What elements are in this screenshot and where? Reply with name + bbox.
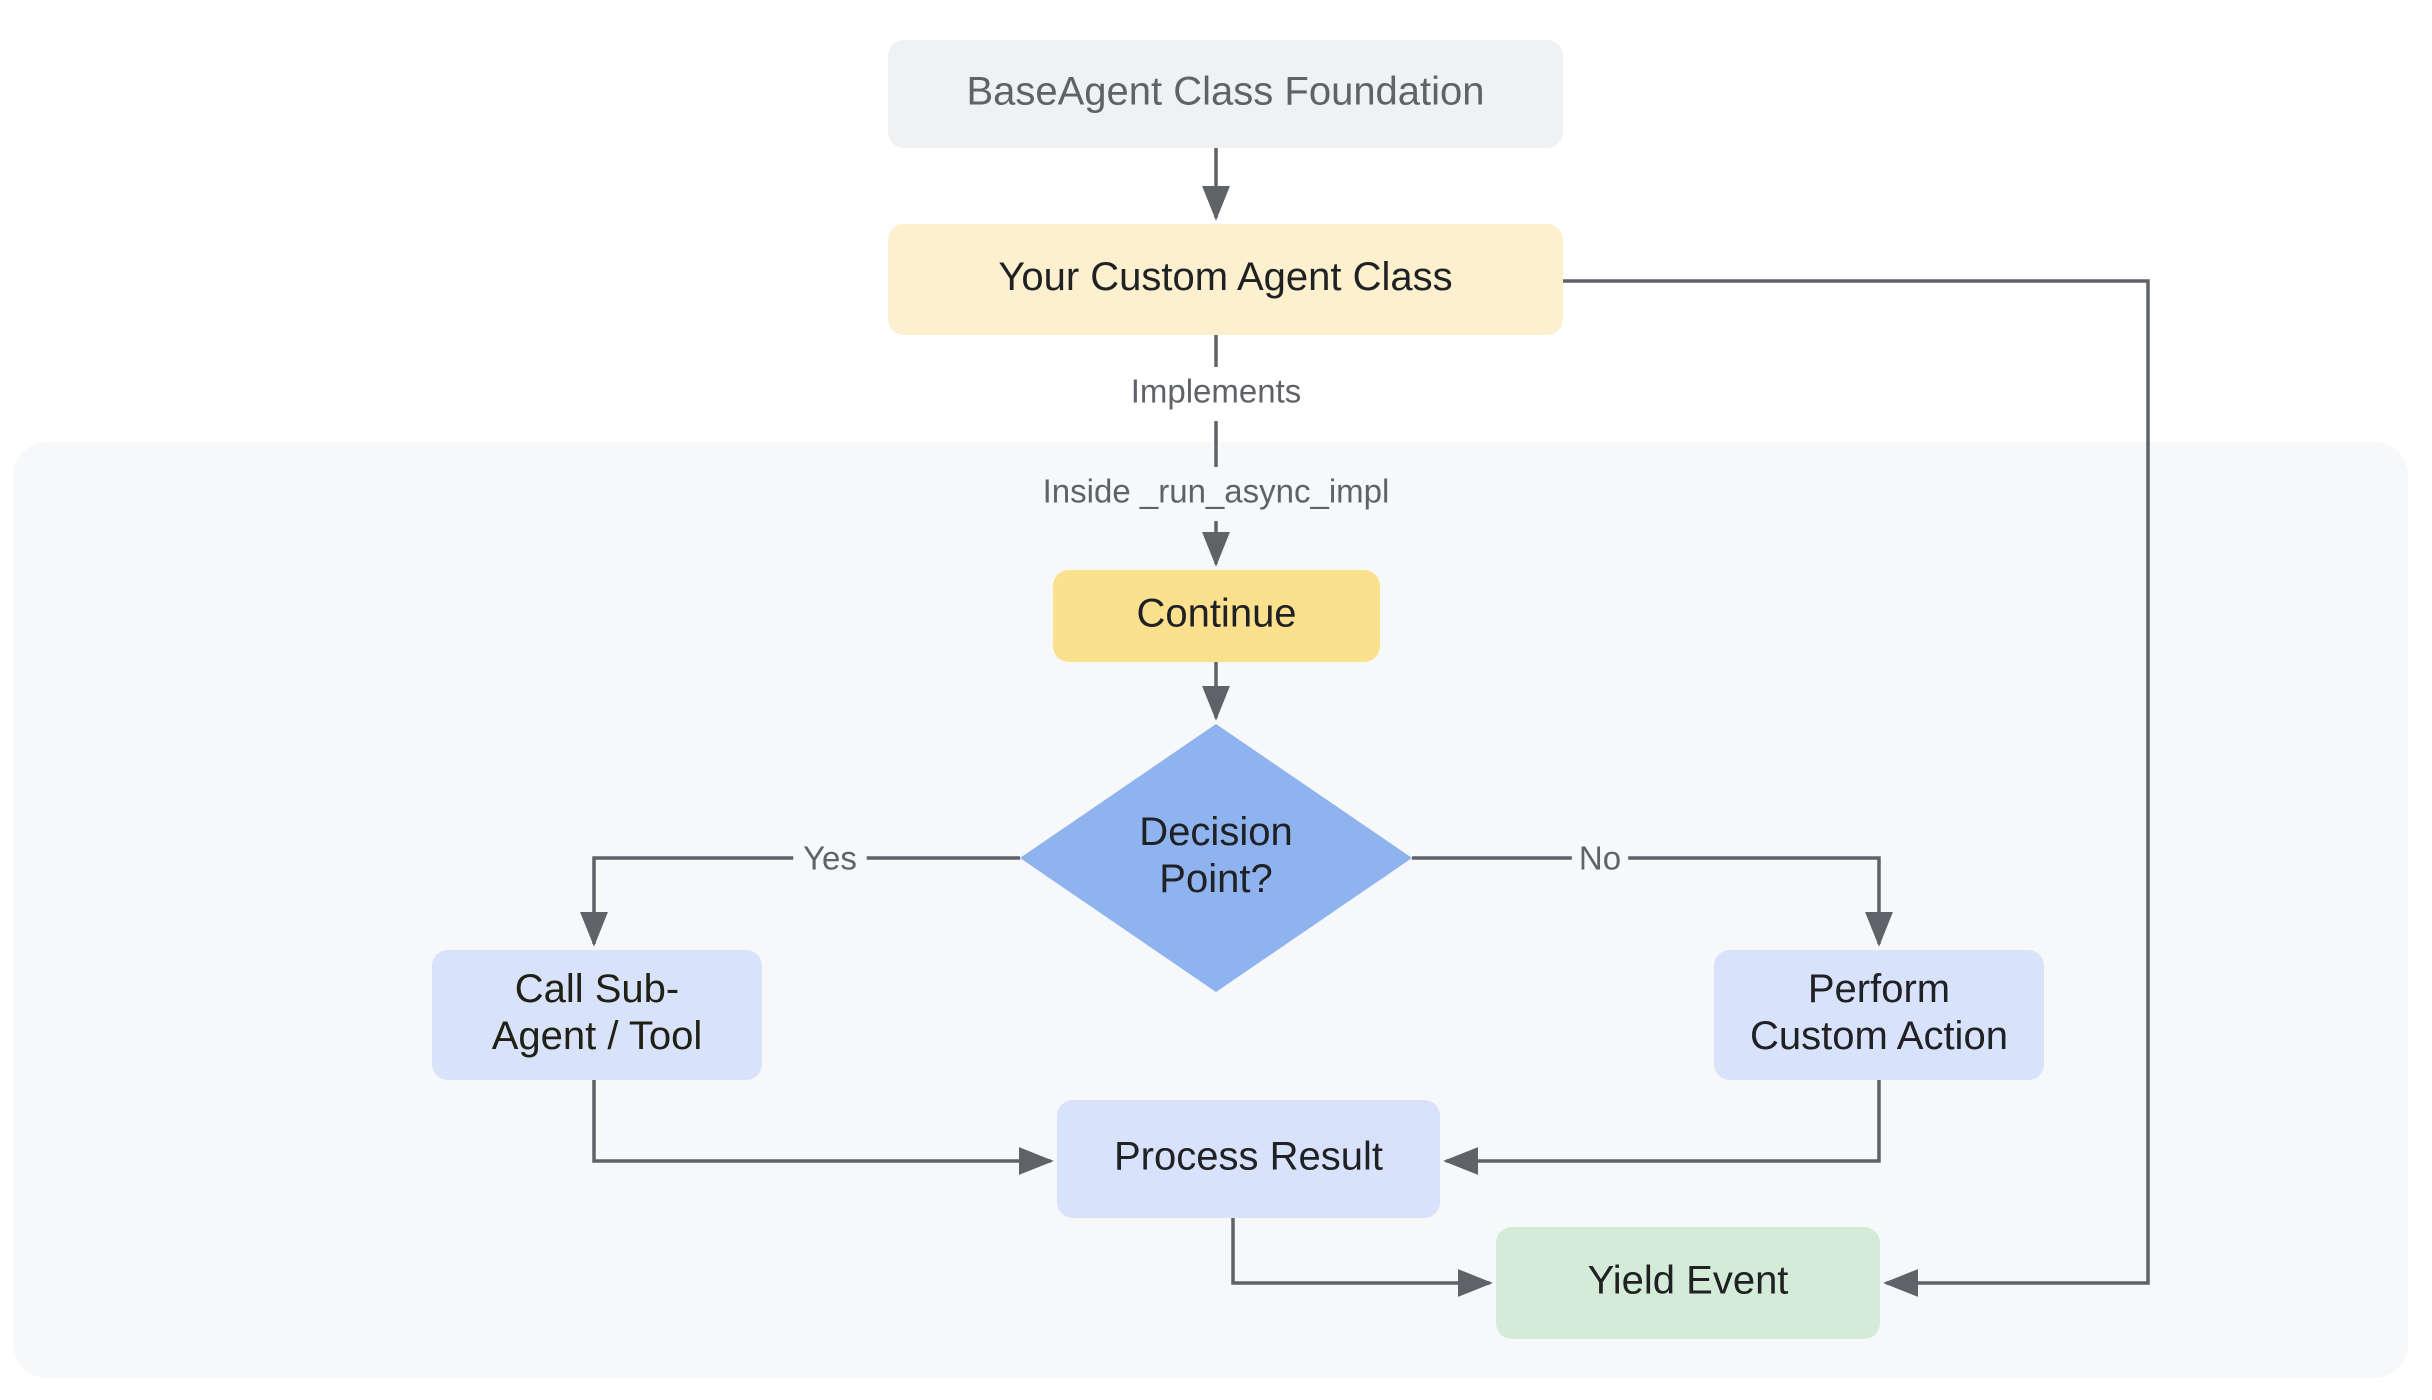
label-no: No — [1579, 840, 1621, 877]
node-shape-rect — [1053, 570, 1380, 662]
node-shape-rect — [432, 950, 762, 1080]
edges-layer — [580, 148, 2150, 1297]
node-label-base-agent: BaseAgent Class Foundation — [966, 70, 1484, 114]
edge-label-plate — [1119, 366, 1313, 422]
node-base-agent[interactable]: BaseAgent Class Foundation — [888, 40, 1563, 148]
label-yes: Yes — [803, 840, 857, 877]
edge-sub-agent-to-process — [592, 1080, 1054, 1175]
node-label-custom-agent: Your Custom Agent Class — [998, 255, 1452, 299]
node-shape-rect — [1714, 950, 2044, 1080]
edge-label-plate — [793, 833, 867, 889]
edge-decision-yes — [580, 856, 1020, 947]
node-label-decision-point-line1: Decision — [1139, 810, 1292, 854]
node-label-call-sub-agent-line2: Agent / Tool — [492, 1014, 703, 1058]
node-custom-agent[interactable]: Your Custom Agent Class — [888, 224, 1563, 335]
node-shape-rect — [888, 224, 1563, 335]
edge-custom-agent-to-yield — [1563, 279, 2150, 1297]
node-label-call-sub-agent-line1: Call Sub- — [515, 967, 680, 1011]
node-continue[interactable]: Continue — [1053, 570, 1380, 662]
node-shape-rect — [1496, 1227, 1880, 1339]
node-label-continue: Continue — [1136, 592, 1296, 636]
node-shape-rect — [1057, 1100, 1440, 1218]
edge-process-to-yield — [1231, 1218, 1493, 1297]
node-label-perform-custom-action-line2: Custom Action — [1750, 1014, 2008, 1058]
edge-label-plate — [1571, 833, 1629, 889]
node-process-result[interactable]: Process Result — [1057, 1100, 1440, 1218]
edge-custom-action-to-process — [1443, 1080, 1881, 1175]
edge-label-plate — [1016, 466, 1416, 522]
label-inside-run-async: Inside _run_async_impl — [1043, 473, 1390, 510]
node-label-process-result: Process Result — [1114, 1135, 1383, 1179]
node-label-decision-point-line2: Point? — [1159, 857, 1272, 901]
node-yield-event[interactable]: Yield Event — [1496, 1227, 1880, 1339]
node-shape-diamond — [1020, 724, 1412, 992]
node-shape-rect — [888, 40, 1563, 148]
edge-decision-no — [1412, 856, 1893, 947]
node-label-perform-custom-action-line1: Perform — [1808, 967, 1950, 1011]
node-call-sub-agent[interactable]: Call Sub-Agent / Tool — [432, 950, 762, 1080]
node-label-yield-event: Yield Event — [1588, 1259, 1789, 1303]
label-implements: Implements — [1131, 373, 1302, 410]
